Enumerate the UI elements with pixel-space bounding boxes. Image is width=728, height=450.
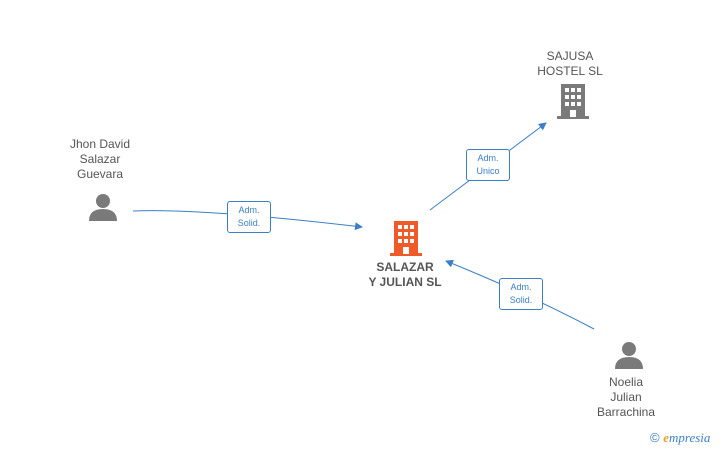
person-icon[interactable]	[88, 193, 118, 221]
label-line: Barrachina	[596, 405, 656, 419]
brand-text: mpresia	[669, 430, 711, 445]
label-line: HOSTEL SL	[537, 64, 603, 78]
edge-label-line: Solid.	[237, 218, 261, 228]
edge-jhon-to-center	[132, 210, 363, 231]
person-node-noelia-label: Noelia Julian Barrachina	[576, 375, 676, 420]
edge-label-line: Solid.	[509, 295, 533, 305]
label-line: Y JULIAN SL	[368, 275, 442, 289]
person-icon[interactable]	[614, 341, 644, 369]
edge-label-line: Adm.	[238, 205, 260, 215]
label-line: Noelia	[608, 375, 644, 389]
label-line: Julian	[610, 390, 642, 404]
edge-label-line: Adm.	[477, 153, 499, 163]
label-line: SALAZAR	[376, 260, 434, 274]
brand-logo: empresia	[663, 430, 710, 445]
edge-label-line: Unico	[476, 166, 500, 176]
label-line: SAJUSA	[546, 49, 594, 63]
edge-label-jhon-center[interactable]: Adm. Solid.	[227, 201, 271, 233]
person-node-jhon-label: Jhon David Salazar Guevara	[50, 137, 150, 182]
label-line: Salazar	[79, 152, 121, 166]
building-icon[interactable]	[390, 221, 422, 256]
watermark: © empresia	[650, 430, 710, 446]
brand-initial: e	[663, 430, 669, 445]
label-line: Jhon David	[69, 137, 131, 151]
edge-label-line: Adm.	[510, 282, 532, 292]
edge-label-center-sajusa[interactable]: Adm. Unico	[466, 149, 510, 181]
building-icon[interactable]	[557, 84, 589, 119]
label-line: Guevara	[76, 167, 124, 181]
company-node-sajusa-label: SAJUSA HOSTEL SL	[520, 49, 620, 79]
edge-label-noelia-center[interactable]: Adm. Solid.	[499, 278, 543, 310]
copyright-icon: ©	[650, 430, 660, 445]
company-node-center-label: SALAZAR Y JULIAN SL	[345, 260, 465, 290]
